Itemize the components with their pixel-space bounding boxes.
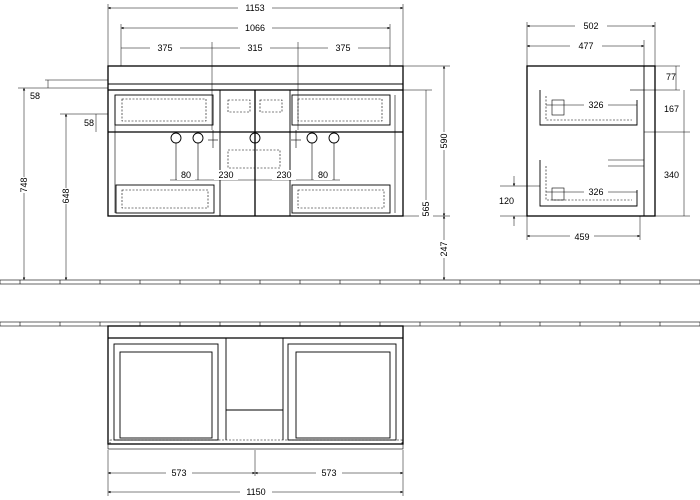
bottom-drawer-right bbox=[291, 184, 391, 214]
side-view: 502 477 326 326 459 77 167 340 bbox=[499, 20, 690, 242]
dim-tap-offset-left: 230 bbox=[218, 170, 233, 180]
dim-left-section: 375 bbox=[157, 43, 172, 53]
dim-top-offset: 77 bbox=[666, 72, 676, 82]
dim-tap-spacing-right: 80 bbox=[318, 170, 328, 180]
dim-bottom-left-half: 573 bbox=[171, 468, 186, 478]
top-drawer-right bbox=[291, 94, 391, 126]
dim-floor-clearance: 247 bbox=[439, 241, 449, 256]
dim-tap-offset-right: 230 bbox=[276, 170, 291, 180]
dim-inner-width: 1066 bbox=[245, 23, 265, 33]
dim-bottom-offset: 120 bbox=[499, 196, 514, 206]
dim-top-clearance: 58 bbox=[30, 91, 40, 101]
dim-cabinet-height: 590 bbox=[439, 133, 449, 148]
dim-lower-drawer-height: 340 bbox=[664, 170, 679, 180]
wall-hatch bbox=[0, 279, 700, 327]
dim-overall-width: 1153 bbox=[245, 3, 264, 13]
dim-bottom-right-half: 573 bbox=[321, 468, 336, 478]
bottom-view: 573 573 1150 bbox=[107, 325, 404, 497]
dim-side-inner-depth: 477 bbox=[578, 41, 593, 51]
dim-total-height: 748 bbox=[19, 177, 29, 192]
dim-right-section: 375 bbox=[335, 43, 350, 53]
dim-body-height: 565 bbox=[421, 201, 431, 216]
dim-bottom-overall-width: 1150 bbox=[246, 487, 265, 497]
dim-siphon-height: 648 bbox=[61, 188, 71, 203]
dim-middle-section: 315 bbox=[247, 43, 262, 53]
dim-side-depth: 502 bbox=[583, 21, 598, 31]
bottom-drawer-left bbox=[115, 184, 215, 214]
side-outline bbox=[526, 65, 656, 217]
dim-lower-drawer-depth: 326 bbox=[588, 187, 603, 197]
dim-upper-drawer-height: 167 bbox=[664, 104, 679, 114]
dim-drawer-base-depth: 459 bbox=[574, 232, 589, 242]
dim-upper-drawer-depth: 326 bbox=[588, 100, 603, 110]
top-drawer-left bbox=[114, 94, 214, 126]
front-view: 1153 1066 375 315 375 748 648 58 58 bbox=[17, 2, 451, 280]
dim-tap-spacing-left: 80 bbox=[181, 170, 191, 180]
dim-drawer-offset: 58 bbox=[84, 118, 94, 128]
tap-group bbox=[170, 130, 340, 180]
